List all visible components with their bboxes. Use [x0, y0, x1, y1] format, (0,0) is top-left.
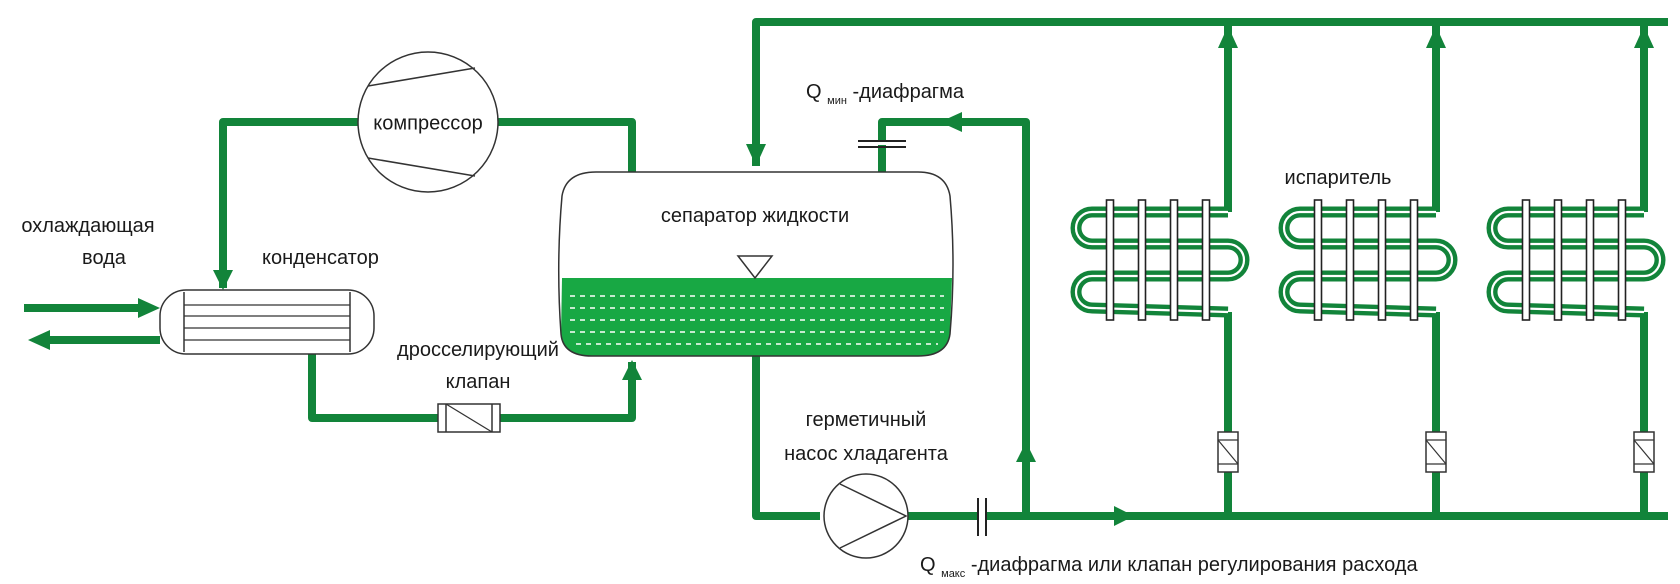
- evaporator-tube: [1486, 206, 1666, 318]
- throttle-valve-mark: [445, 403, 493, 433]
- arrow-up-icon: [1634, 26, 1654, 48]
- pipe-condenser-to-throttle: [308, 354, 438, 422]
- throttle-valve-label: клапан: [446, 371, 511, 393]
- q-min-subscript: мин: [827, 95, 847, 107]
- arrow-down-icon: [746, 144, 766, 166]
- evaporator-fin: [1377, 199, 1387, 321]
- condenser-label: конденсатор: [262, 247, 379, 269]
- evaporator-coil: [1278, 199, 1458, 321]
- q-max-orifice: [977, 498, 987, 536]
- evaporator-fin: [1169, 199, 1179, 321]
- arrow-up-icon: [1218, 26, 1238, 48]
- separator-liquid-dashes: [570, 295, 944, 345]
- arrow-up-icon: [1016, 442, 1036, 462]
- arrow-up-icon: [622, 360, 642, 380]
- arrow-left-icon: [940, 112, 962, 132]
- arrow-up-icon: [1426, 26, 1446, 48]
- balancing-valve-mark: [1217, 439, 1239, 465]
- refrigerant-pump: [823, 473, 909, 559]
- separator-vessel: [557, 171, 954, 357]
- evaporators: [1070, 199, 1666, 321]
- pipe-separator-to-pump: [752, 354, 820, 520]
- evaporator-tube: [1278, 206, 1458, 318]
- q-max-label: Q макс -диафрагма или клапан регулирован…: [920, 554, 1418, 582]
- compressor: компрессор: [357, 51, 499, 193]
- separator-liquid: [561, 278, 952, 356]
- evaporator-fin: [1521, 199, 1531, 321]
- evaporator-fin: [1553, 199, 1563, 321]
- balancing-valve: [1633, 431, 1655, 473]
- evaporator-tube-highlight: [1074, 210, 1246, 314]
- q-min-label: Q мин -диафрагма: [806, 81, 965, 109]
- pump-body: [823, 473, 909, 559]
- liquid-separator: сепаратор жидкости: [557, 171, 954, 357]
- balancing-valve-mark: [1425, 439, 1447, 465]
- evaporator-tube: [1070, 206, 1250, 318]
- compressor-label: компрессор: [373, 112, 482, 134]
- evaporator-coil: [1070, 199, 1250, 321]
- evaporator-fin: [1137, 199, 1147, 321]
- labels: охлаждающая вода конденсатор дросселирую…: [21, 81, 1418, 582]
- evaporator-label: испаритель: [1285, 167, 1392, 189]
- condenser-shell: [159, 289, 375, 355]
- compressor-line-bottom: [367, 157, 476, 177]
- evaporator-fin: [1345, 199, 1355, 321]
- evaporator-tube-highlight: [1282, 210, 1454, 314]
- q-max-letter: Q: [920, 554, 936, 576]
- throttle-valve: [437, 403, 501, 433]
- evaporator-fin: [1201, 199, 1211, 321]
- pump-label: насос хладагента: [784, 443, 949, 465]
- compressor-line-top: [367, 67, 476, 87]
- arrow-down-icon: [213, 270, 233, 290]
- evaporator-coil: [1486, 199, 1666, 321]
- evaporator-fin: [1105, 199, 1115, 321]
- q-min-text: -диафрагма: [852, 81, 964, 103]
- balancing-valve: [1425, 431, 1447, 473]
- evaporator-tube-highlight: [1490, 210, 1662, 314]
- evaporator-fin: [1409, 199, 1419, 321]
- arrow-right-icon: [138, 298, 160, 318]
- pump-symbol: [839, 483, 908, 549]
- q-max-text: -диафрагма или клапан регулирования расх…: [971, 554, 1419, 576]
- arrow-left-icon: [28, 330, 50, 350]
- cooling-water-label: вода: [82, 247, 127, 269]
- balancing-valve-mark: [1633, 439, 1655, 465]
- throttle-valve-label: дросселирующий: [397, 339, 559, 361]
- compressor-body: [357, 51, 499, 193]
- balancing-valve: [1217, 431, 1239, 473]
- pipe-throttle-to-separator: [500, 362, 636, 422]
- pipe-compressor-to-separator: [494, 118, 636, 172]
- q-min-orifice: [858, 140, 906, 148]
- riser-valves: [1217, 431, 1655, 473]
- q-min-letter: Q: [806, 81, 822, 103]
- pipe-condenser-to-compressor: [219, 118, 362, 288]
- condenser: [159, 289, 375, 355]
- evaporator-fin: [1585, 199, 1595, 321]
- cooling-water-label: охлаждающая: [21, 215, 154, 237]
- flow-arrows: [28, 26, 1654, 526]
- liquid-level-icon: [736, 255, 774, 280]
- pipe-return-header: [752, 18, 1668, 166]
- evaporator-fin: [1313, 199, 1323, 321]
- separator-label: сепаратор жидкости: [661, 205, 849, 227]
- pump-label: герметичный: [806, 409, 927, 431]
- evaporator-fin: [1617, 199, 1627, 321]
- q-max-subscript: макс: [941, 568, 966, 580]
- arrow-right-icon: [1114, 506, 1134, 526]
